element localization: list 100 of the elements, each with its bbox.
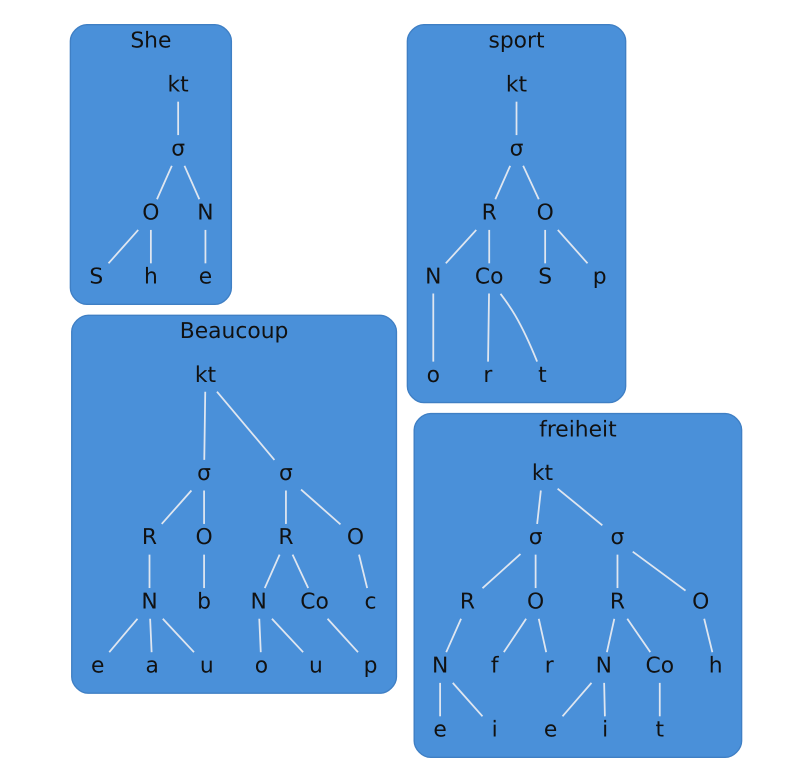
connector bbox=[606, 618, 616, 652]
connector bbox=[162, 618, 195, 653]
connector bbox=[148, 554, 150, 588]
connector bbox=[557, 488, 603, 526]
connector bbox=[203, 554, 205, 588]
connector bbox=[616, 554, 618, 588]
node-text: i bbox=[602, 718, 608, 743]
node-text: N bbox=[425, 264, 442, 290]
node-text: S bbox=[89, 264, 104, 290]
node-text: S bbox=[538, 264, 552, 290]
connector bbox=[603, 682, 606, 716]
connector bbox=[203, 490, 205, 524]
connector bbox=[503, 618, 527, 653]
node-text: i bbox=[492, 718, 498, 743]
node-text: σ bbox=[528, 525, 543, 550]
node-text: t bbox=[655, 718, 664, 743]
connector bbox=[108, 229, 139, 264]
node-text: O bbox=[346, 525, 364, 550]
node-text: R bbox=[142, 525, 158, 550]
connector bbox=[184, 165, 200, 200]
connector bbox=[258, 618, 262, 652]
connector bbox=[500, 293, 538, 362]
node-text: Co bbox=[474, 264, 504, 290]
connector bbox=[285, 490, 287, 524]
node-text: R bbox=[482, 200, 497, 226]
connector bbox=[632, 550, 686, 592]
connector bbox=[516, 102, 518, 136]
node-text: R bbox=[610, 589, 626, 614]
node-text: c bbox=[364, 589, 377, 614]
connector bbox=[358, 554, 368, 588]
node-text: u bbox=[200, 653, 214, 678]
node-text: o bbox=[254, 653, 268, 678]
node-text: e bbox=[198, 264, 212, 290]
connector bbox=[445, 618, 462, 653]
connector bbox=[150, 230, 152, 264]
node-text: N bbox=[197, 200, 214, 226]
connector bbox=[326, 618, 359, 653]
connector bbox=[439, 682, 441, 716]
connector bbox=[432, 294, 434, 362]
connector bbox=[544, 230, 546, 264]
node-text: O bbox=[536, 200, 554, 226]
node-text: t bbox=[538, 362, 547, 388]
connector bbox=[271, 618, 304, 653]
connector bbox=[108, 618, 138, 653]
connector bbox=[452, 682, 484, 717]
node-text: σ bbox=[279, 461, 293, 486]
node-text: O bbox=[195, 525, 213, 550]
node-text: o bbox=[426, 362, 440, 388]
node-text: N bbox=[596, 653, 612, 678]
node-text: N bbox=[141, 589, 158, 614]
node-text: kt bbox=[532, 461, 554, 486]
node-text: R bbox=[278, 525, 294, 550]
node-text: N bbox=[250, 589, 267, 614]
connector bbox=[149, 618, 152, 652]
node-text: p bbox=[592, 264, 607, 290]
node-text: u bbox=[309, 653, 323, 678]
connector bbox=[177, 102, 180, 136]
node-text: kt bbox=[194, 362, 216, 388]
node-text: e bbox=[90, 653, 104, 678]
node-text: e bbox=[433, 718, 447, 743]
connector bbox=[703, 618, 714, 652]
connector bbox=[445, 229, 477, 264]
node-text: b bbox=[197, 589, 212, 614]
connector bbox=[204, 230, 206, 264]
connector bbox=[292, 554, 309, 588]
node-text: kt bbox=[168, 72, 189, 98]
connector bbox=[203, 392, 206, 460]
node-text: h bbox=[708, 653, 723, 678]
node-text: f bbox=[490, 653, 499, 678]
connector bbox=[487, 293, 490, 362]
connector bbox=[534, 554, 536, 588]
node-text: Co bbox=[645, 653, 674, 678]
connector bbox=[562, 682, 592, 717]
connector bbox=[522, 165, 540, 200]
node-text: σ bbox=[510, 136, 524, 162]
connector bbox=[536, 490, 542, 524]
connector bbox=[557, 229, 588, 264]
connector bbox=[488, 230, 490, 264]
node-text: h bbox=[144, 264, 158, 290]
node-text: a bbox=[146, 653, 159, 678]
connector bbox=[300, 488, 342, 526]
connector bbox=[538, 618, 548, 652]
connector bbox=[626, 618, 652, 653]
node-text: O bbox=[527, 589, 544, 614]
node-text: r bbox=[544, 653, 554, 678]
connector bbox=[494, 165, 511, 200]
connector bbox=[264, 554, 280, 588]
node-text: N bbox=[432, 653, 448, 678]
connector bbox=[658, 682, 661, 716]
node-text: kt bbox=[506, 72, 528, 98]
node-text: R bbox=[460, 589, 475, 614]
node-text: p bbox=[364, 653, 378, 678]
node-text: σ bbox=[610, 525, 624, 550]
connector bbox=[482, 553, 522, 589]
node-text: O bbox=[692, 589, 710, 614]
connector bbox=[156, 165, 173, 200]
node-text: e bbox=[544, 718, 558, 743]
connector bbox=[161, 490, 192, 525]
node-text: σ bbox=[171, 136, 186, 162]
node-text: Co bbox=[300, 589, 329, 614]
